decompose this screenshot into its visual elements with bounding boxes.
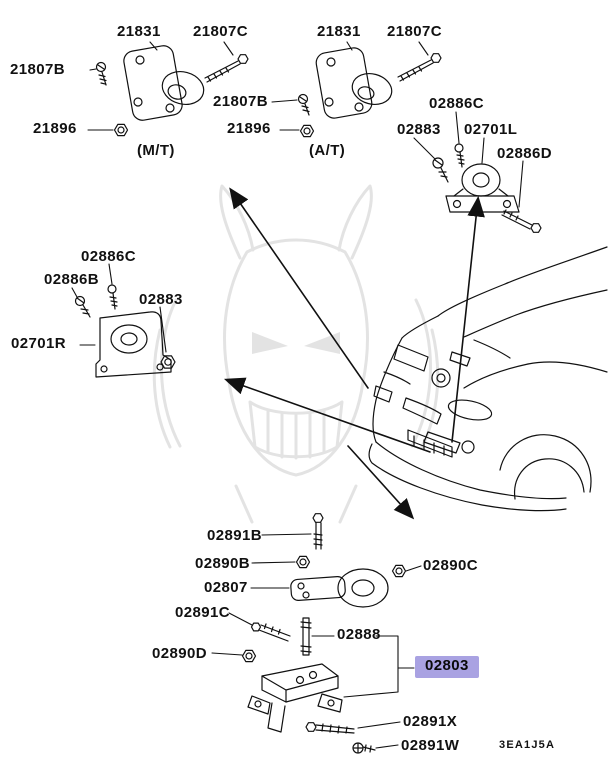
part-label-21807c-at: 21807C	[387, 23, 442, 40]
part-label-21896-mt: 21896	[33, 120, 77, 137]
part-label-02891x: 02891X	[403, 713, 458, 730]
leader-lines	[71, 41, 524, 749]
part-label-02890b: 02890B	[195, 555, 250, 572]
part-label-21896-at: 21896	[227, 120, 271, 137]
part-label-02890d: 02890D	[152, 645, 207, 662]
part-label-21807b-at: 21807B	[213, 93, 268, 110]
part-label-02886d: 02886D	[497, 145, 552, 162]
mount-mt-drawing	[95, 45, 249, 137]
caption-mt: (M/T)	[137, 142, 175, 159]
part-label-02888: 02888	[337, 626, 381, 643]
mount-at-drawing	[297, 47, 442, 138]
part-label-02883-right: 02883	[397, 121, 441, 138]
pointer-arrows	[223, 187, 485, 520]
part-label-02807: 02807	[204, 579, 248, 596]
part-label-02886b: 02886B	[44, 271, 99, 288]
mount-02701r-drawing	[74, 284, 176, 378]
part-label-21831-at: 21831	[317, 23, 361, 40]
samurai-mask-watermark	[152, 184, 440, 524]
mount-02701l-drawing	[432, 143, 542, 233]
part-label-02701r: 02701R	[11, 335, 66, 352]
part-label-02891c: 02891C	[175, 604, 230, 621]
part-label-02891b: 02891B	[207, 527, 262, 544]
part-label-02886c-right: 02886C	[429, 95, 484, 112]
part-label-21807c-mt: 21807C	[193, 23, 248, 40]
part-label-21831-mt: 21831	[117, 23, 161, 40]
part-label-02891w: 02891W	[401, 737, 460, 754]
caption-at: (A/T)	[309, 142, 346, 159]
mount-02807-group-drawing	[241, 513, 407, 754]
part-label-02803-highlighted[interactable]: 02803	[415, 656, 479, 678]
car-front-illustration	[368, 246, 608, 512]
part-label-02886c-left: 02886C	[81, 248, 136, 265]
part-label-02701l: 02701L	[464, 121, 518, 138]
part-label-02890c: 02890C	[423, 557, 478, 574]
part-label-02883-left: 02883	[139, 291, 183, 308]
diagram-code: 3EA1J5A	[499, 739, 556, 751]
part-label-21807b-mt: 21807B	[10, 61, 65, 78]
